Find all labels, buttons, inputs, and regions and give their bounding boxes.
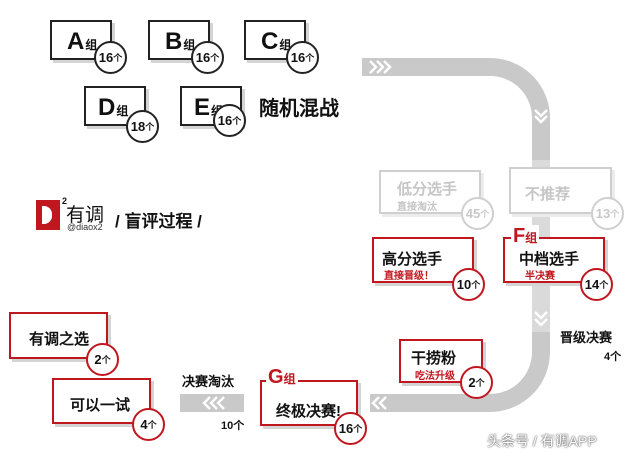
group-d-box: D组 [84, 86, 146, 126]
chevron-right-icon [369, 60, 392, 74]
not-recommended-title: 不推荐 [525, 186, 571, 203]
low-score-title: 低分选手 [397, 181, 458, 198]
g-group-box: 终极决赛! [260, 380, 358, 426]
watermark: 头条号 / 有调APP [487, 433, 597, 449]
youdiao-pick-title: 有调之选 [29, 331, 90, 348]
brand-handle: @diaox2 [67, 222, 103, 232]
f-group-title: 中档选手 [519, 251, 580, 268]
chevron-left-icon [202, 396, 225, 410]
chevron-down-icon [534, 109, 548, 124]
f-group-label: F组 [511, 225, 540, 248]
random-battle-title: 随机混战 [259, 98, 339, 120]
final-elim-label: 决赛淘汰 [182, 374, 235, 389]
group-b-label: B组 [165, 28, 196, 55]
brand-name: 有调 [66, 205, 105, 226]
promotion-label: 晋级决赛 [560, 330, 613, 345]
youdiao-pick-box: 有调之选 [9, 312, 108, 359]
g-group-label: G组 [266, 366, 298, 389]
brand-logo: 2 [36, 196, 67, 230]
brand-superscript: 2 [62, 196, 68, 206]
try-it-title: 可以一试 [70, 397, 131, 414]
final-elim-count: 10个 [221, 420, 245, 432]
high-score-sub: 直接晋级！ [384, 271, 434, 282]
group-a-label: A组 [67, 28, 98, 55]
low-score-sub: 直接淘汰 [397, 202, 437, 213]
fish-title: 干捞粉 [411, 350, 457, 367]
fish-sub: 吃法升级 [415, 371, 455, 382]
chevron-left-icon [371, 396, 387, 410]
group-d-label: D组 [98, 94, 129, 121]
high-score-title: 高分选手 [382, 251, 443, 268]
g-group-title: 终极决赛! [276, 403, 341, 420]
promotion-count: 4个 [604, 351, 622, 363]
process-title: / 盲评过程 / [115, 212, 202, 231]
fish-box: 干捞粉 吃法升级 [399, 339, 483, 383]
f-group-sub: 半决赛 [525, 271, 555, 282]
chevron-down-icon [534, 311, 548, 327]
